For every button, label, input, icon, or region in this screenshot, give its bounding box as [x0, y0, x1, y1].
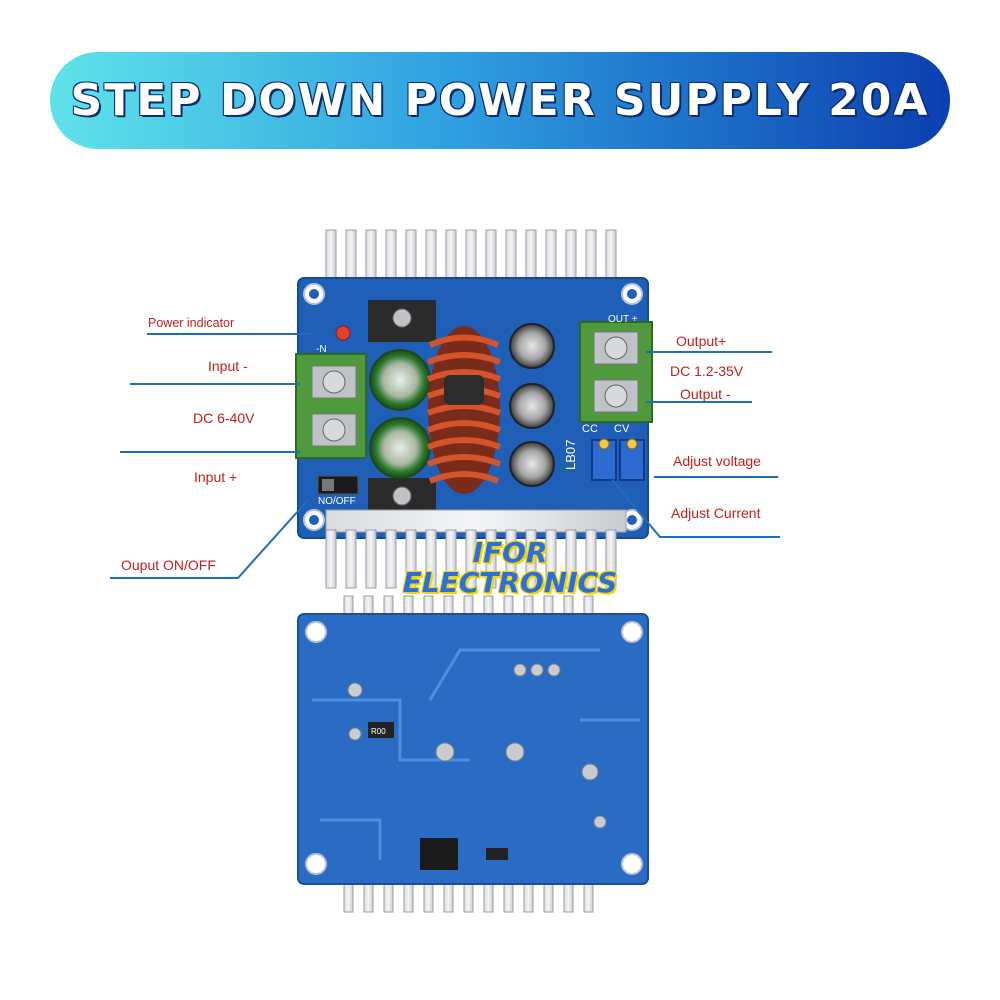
silk-resistor: R00	[371, 727, 386, 736]
product-photo: LB07 CC CV NO/OFF OUT + -N	[295, 229, 653, 913]
input-terminal	[295, 353, 367, 459]
label-power-indicator: Power indicator	[148, 316, 235, 330]
silk-in: -N	[316, 344, 327, 355]
label-input-range: DC 6-40V	[193, 410, 255, 426]
power-led	[335, 325, 351, 341]
label-adjust-current: Adjust Current	[671, 505, 761, 521]
label-adjust-voltage: Adjust voltage	[673, 453, 761, 469]
page-title: STEP DOWN POWER SUPPLY 20A	[70, 75, 930, 126]
label-output-switch: Ouput ON/OFF	[121, 557, 216, 573]
silk-switch: NO/OFF	[318, 496, 356, 507]
bottom-pcb	[297, 613, 649, 885]
silk-cc: CC	[582, 423, 598, 435]
silk-cv: CV	[614, 423, 630, 435]
brand-line2: ELECTRONICS	[402, 566, 618, 599]
output-terminal	[579, 321, 653, 423]
label-input-minus: Input -	[208, 358, 248, 374]
label-output-range: DC 1.2-35V	[670, 363, 744, 379]
label-input-plus: Input +	[194, 469, 238, 485]
title-banner: STEP DOWN POWER SUPPLY 20A	[50, 52, 950, 149]
brand-line1: IFOR	[472, 536, 548, 569]
label-output-plus: Output+	[676, 333, 727, 349]
label-output-minus: Output -	[680, 386, 731, 402]
brand-watermark: IFOR ELECTRONICS	[395, 538, 625, 598]
toroid-inductor	[426, 326, 502, 494]
silk-model: LB07	[563, 440, 578, 470]
silk-out: OUT +	[608, 314, 638, 325]
